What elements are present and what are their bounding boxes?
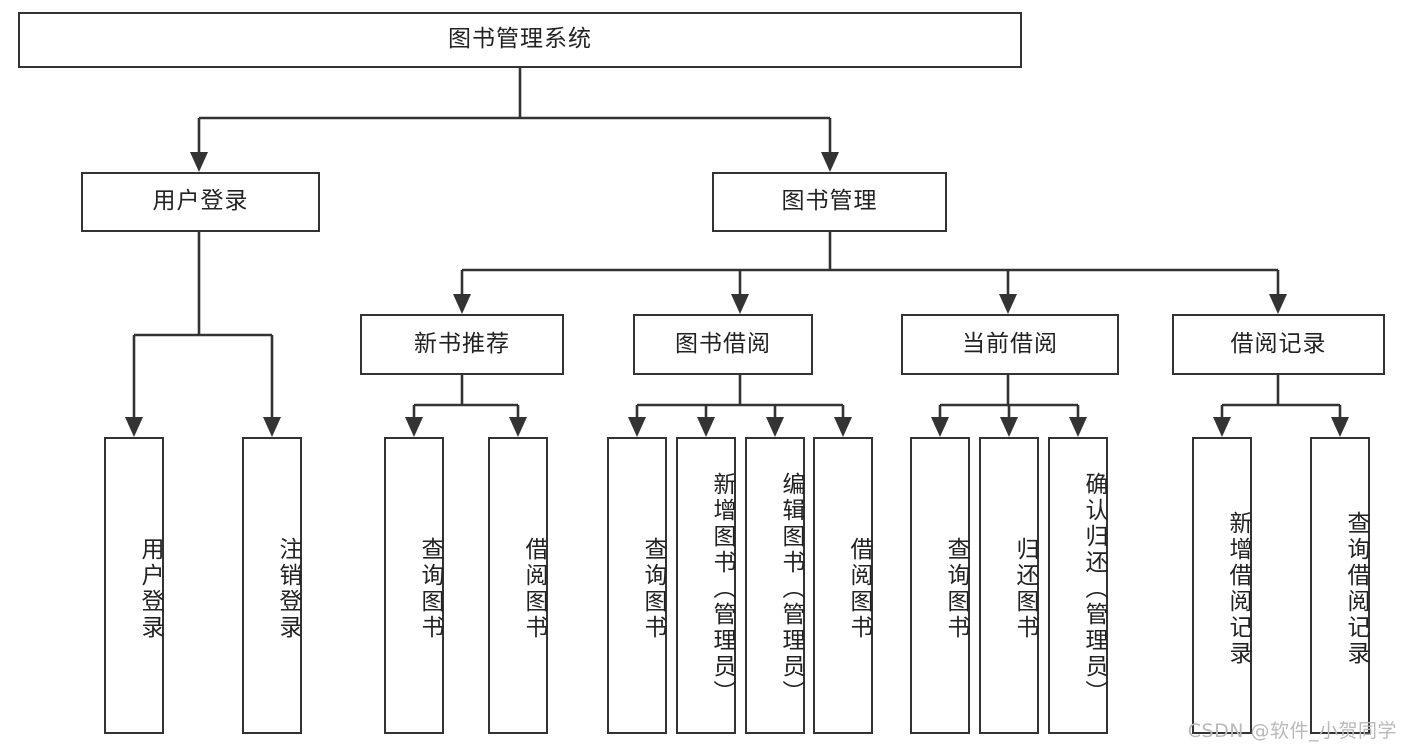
node-user-login[interactable]: 用户登录: [81, 172, 320, 232]
node-leaf-cb-return-book[interactable]: 归还图书: [979, 437, 1039, 734]
node-leaf-br-query-record[interactable]: 查询借阅记录: [1310, 437, 1370, 734]
node-user-login-label: 用户登录: [152, 188, 249, 215]
node-leaf-cb-query-book-label: 查询图书: [943, 536, 969, 641]
csdn-watermark: CSDN @软件_小贺同学: [1187, 720, 1397, 742]
node-new-book-recommend[interactable]: 新书推荐: [360, 314, 564, 375]
node-borrow-record-label: 借阅记录: [1230, 330, 1327, 357]
node-leaf-user-login[interactable]: 用户登录: [104, 437, 164, 734]
node-leaf-nb-borrow-book[interactable]: 借阅图书: [488, 437, 548, 734]
node-leaf-cb-query-book[interactable]: 查询图书: [910, 437, 970, 734]
node-leaf-user-login-label: 用户登录: [137, 536, 163, 641]
node-leaf-bb-borrow-book[interactable]: 借阅图书: [813, 437, 873, 734]
node-leaf-logout-label: 注销登录: [275, 536, 301, 641]
node-leaf-bb-query-book[interactable]: 查询图书: [607, 437, 667, 734]
node-root-label: 图书管理系统: [448, 26, 592, 53]
node-leaf-nb-query-book-label: 查询图书: [417, 536, 443, 641]
node-new-book-recommend-label: 新书推荐: [414, 330, 510, 357]
node-leaf-cb-confirm-return-admin[interactable]: 确认归还（管理员）: [1048, 437, 1108, 734]
node-leaf-br-add-record[interactable]: 新增借阅记录: [1192, 437, 1252, 734]
node-borrow-record[interactable]: 借阅记录: [1172, 314, 1385, 375]
node-book-borrow-label: 图书借阅: [675, 330, 771, 357]
node-leaf-bb-query-book-label: 查询图书: [640, 536, 666, 641]
node-leaf-bb-add-book-admin[interactable]: 新增图书（管理员）: [676, 437, 736, 734]
node-book-management[interactable]: 图书管理: [712, 172, 947, 232]
node-leaf-cb-return-book-label: 归还图书: [1012, 536, 1038, 641]
node-current-borrow-label: 当前借阅: [962, 330, 1058, 357]
node-leaf-bb-edit-book-admin[interactable]: 编辑图书（管理员）: [745, 437, 805, 734]
node-leaf-bb-borrow-book-label: 借阅图书: [846, 536, 872, 641]
node-leaf-nb-borrow-book-label: 借阅图书: [521, 536, 547, 641]
node-leaf-bb-edit-book-admin-label: 编辑图书（管理员）: [778, 471, 804, 706]
node-leaf-br-query-record-label: 查询借阅记录: [1343, 510, 1369, 667]
node-leaf-cb-confirm-return-admin-label: 确认归还（管理员）: [1081, 471, 1107, 706]
node-book-borrow[interactable]: 图书借阅: [633, 314, 813, 375]
node-book-management-label: 图书管理: [781, 188, 878, 215]
node-leaf-bb-add-book-admin-label: 新增图书（管理员）: [709, 471, 735, 706]
node-leaf-br-add-record-label: 新增借阅记录: [1225, 510, 1251, 667]
node-leaf-nb-query-book[interactable]: 查询图书: [384, 437, 444, 734]
node-root-book-management-system[interactable]: 图书管理系统: [18, 12, 1022, 68]
node-current-borrow[interactable]: 当前借阅: [901, 314, 1119, 375]
node-leaf-logout[interactable]: 注销登录: [242, 437, 302, 734]
arrowheads: [125, 152, 1349, 437]
